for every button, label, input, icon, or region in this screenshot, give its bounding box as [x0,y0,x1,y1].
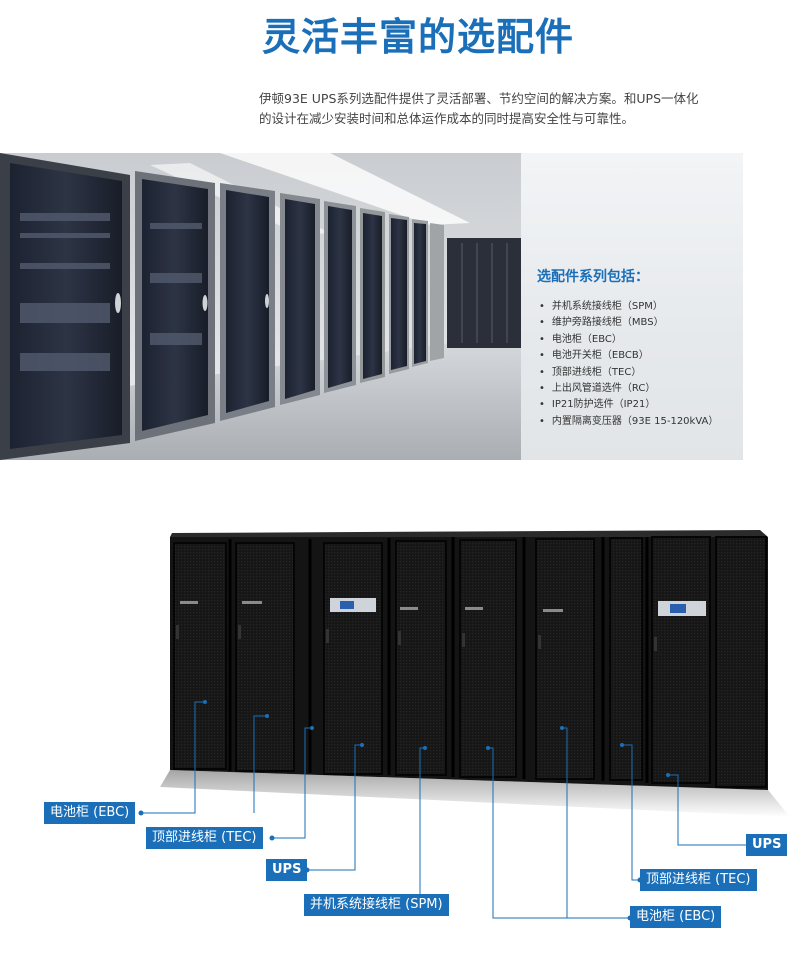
list-item: 维护旁路接线柜（MBS） [539,315,718,331]
list-item: 电池柜（EBC） [539,332,718,348]
callout-spm: 并机系统接线柜 (SPM) [304,894,449,916]
callout-ebc-right: 电池柜 (EBC) [630,906,722,928]
list-item: IP21防护选件（IP21） [539,397,718,413]
list-item: 顶部进线柜（TEC） [539,365,718,381]
options-panel: 选配件系列包括： 并机系统接线柜（SPM） 维护旁路接线柜（MBS） 电池柜（E… [521,153,743,460]
intro-line-1: 伊顿93E UPS系列选配件提供了灵活部署、节约空间的解决方案。和UPS一体化 [259,91,699,106]
options-heading: 选配件系列包括： [537,269,649,285]
callout-ebc-left: 电池柜 (EBC) [44,802,136,824]
datacenter-photo: 选配件系列包括： 并机系统接线柜（SPM） 维护旁路接线柜（MBS） 电池柜（E… [0,153,743,460]
intro-paragraph: 伊顿93E UPS系列选配件提供了灵活部署、节约空间的解决方案。和UPS一体化 … [259,89,759,129]
callout-tec-right: 顶部进线柜 (TEC) [640,869,757,891]
server-racks-image [0,153,525,460]
page-title: 灵活丰富的选配件 [262,15,575,59]
ups-cabinet-lineup [160,530,790,817]
callout-tec-left: 顶部进线柜 (TEC) [146,827,263,849]
list-item: 电池开关柜（EBCB） [539,348,718,364]
callout-ups-right: UPS [746,834,788,856]
intro-line-2: 的设计在减少安装时间和总体运作成本的同时提高安全性与可靠性。 [259,111,635,126]
callout-ups-left: UPS [266,859,308,881]
list-item: 内置隔离变压器（93E 15-120kVA） [539,414,718,430]
list-item: 上出风管道选件（RC） [539,381,718,397]
list-item: 并机系统接线柜（SPM） [539,299,718,315]
options-list: 并机系统接线柜（SPM） 维护旁路接线柜（MBS） 电池柜（EBC） 电池开关柜… [539,299,718,430]
